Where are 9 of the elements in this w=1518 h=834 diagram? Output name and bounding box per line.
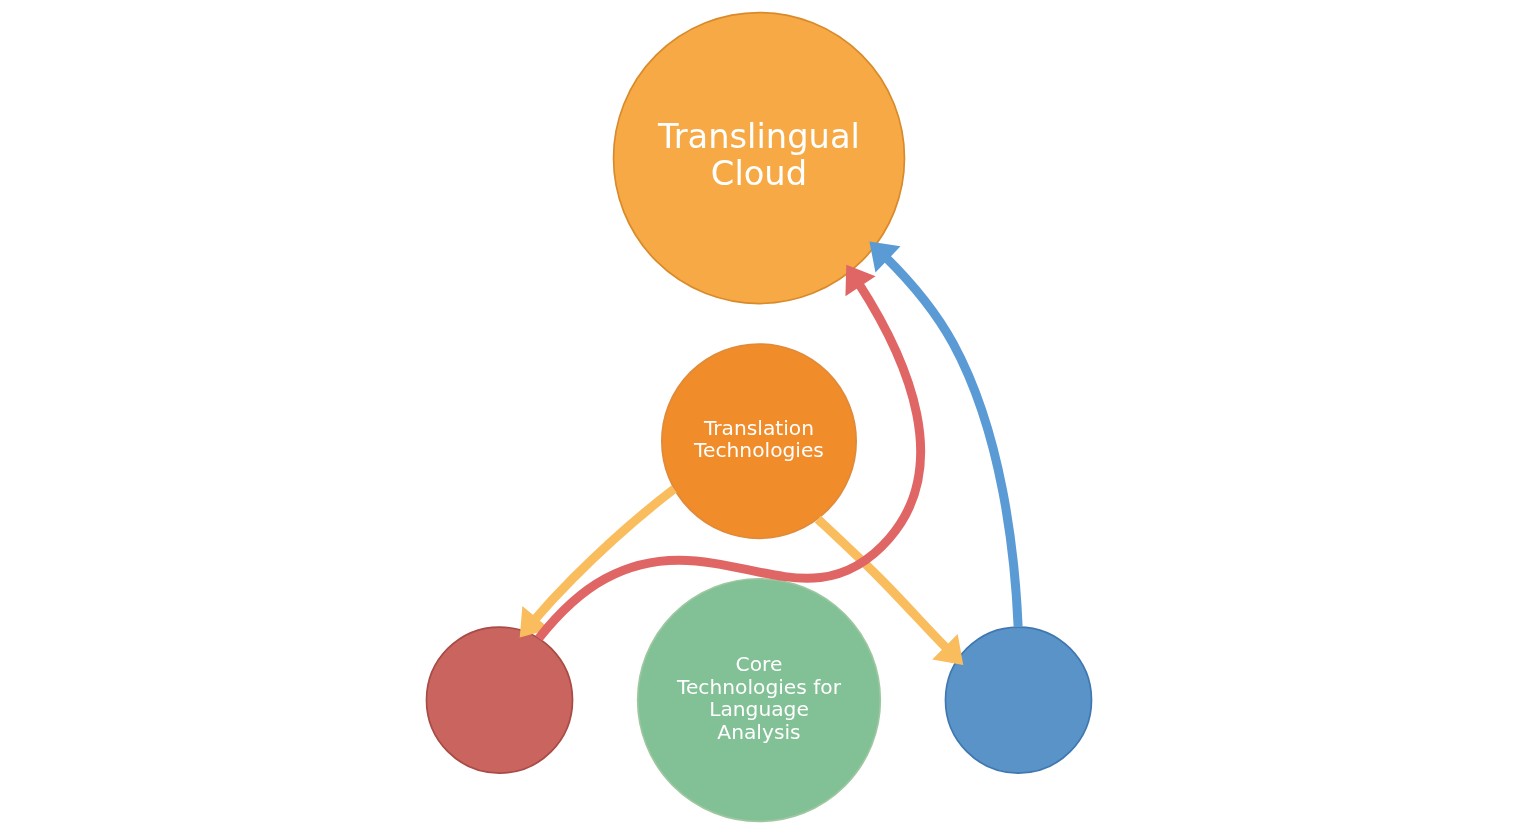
node-circle: Core Technologies for Language Analysis — [636, 577, 882, 823]
arrow — [535, 264, 925, 642]
node-circle — [425, 626, 574, 774]
arrow — [814, 515, 964, 665]
node-circle: Translingual Cloud — [612, 11, 906, 305]
node-circle — [944, 626, 1093, 774]
arrow — [869, 241, 1023, 628]
arrow — [519, 485, 677, 638]
node-circle: Translation Technologies — [661, 343, 857, 540]
